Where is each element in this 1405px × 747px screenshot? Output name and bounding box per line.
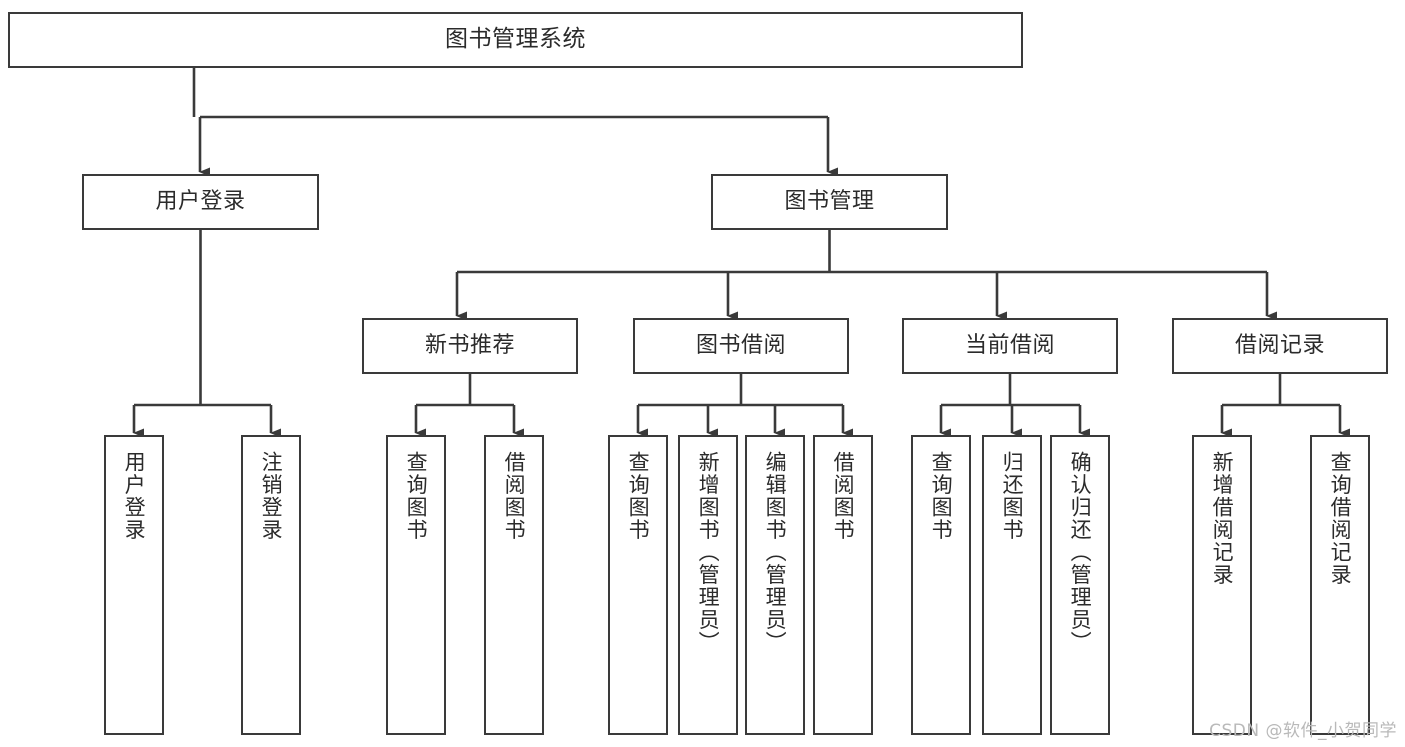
node-user-login-label: 用户登录 — [155, 189, 246, 215]
node-new-book-recommend-label: 新书推荐 — [424, 333, 515, 359]
watermark-text: CSDN @软件_小贺同学 — [1209, 721, 1397, 741]
node-book-manage[interactable]: 图书管理 — [711, 174, 948, 230]
node-leaf-logout[interactable]: 注销登录 — [241, 435, 301, 735]
node-leaf-borrow-book-2-label: 借阅图书 — [831, 451, 856, 541]
node-root[interactable]: 图书管理系统 — [8, 12, 1023, 68]
node-leaf-add-record[interactable]: 新增借阅记录 — [1192, 435, 1252, 735]
node-leaf-query-record[interactable]: 查询借阅记录 — [1310, 435, 1370, 735]
node-leaf-add-book-label: 新增图书（管理员） — [696, 451, 721, 654]
node-user-login[interactable]: 用户登录 — [82, 174, 319, 230]
node-leaf-add-record-label: 新增借阅记录 — [1210, 451, 1235, 586]
node-leaf-confirm-return[interactable]: 确认归还（管理员） — [1050, 435, 1110, 735]
node-current-borrow-label: 当前借阅 — [964, 333, 1055, 359]
node-book-manage-label: 图书管理 — [784, 189, 875, 215]
node-leaf-query-book-1-label: 查询图书 — [404, 451, 429, 541]
node-leaf-query-book-2[interactable]: 查询图书 — [608, 435, 668, 735]
node-leaf-user-login-label: 用户登录 — [122, 451, 147, 541]
node-leaf-add-book[interactable]: 新增图书（管理员） — [678, 435, 738, 735]
node-borrow-record-label: 借阅记录 — [1234, 333, 1325, 359]
node-leaf-query-book-3-label: 查询图书 — [929, 451, 954, 541]
node-leaf-query-record-label: 查询借阅记录 — [1328, 451, 1353, 586]
node-book-borrow[interactable]: 图书借阅 — [633, 318, 849, 374]
node-book-borrow-label: 图书借阅 — [695, 333, 786, 359]
node-leaf-confirm-return-label: 确认归还（管理员） — [1068, 451, 1093, 654]
node-current-borrow[interactable]: 当前借阅 — [902, 318, 1118, 374]
node-leaf-borrow-book-2[interactable]: 借阅图书 — [813, 435, 873, 735]
node-leaf-logout-label: 注销登录 — [259, 451, 284, 541]
connector-lines — [132, 68, 1350, 438]
node-borrow-record[interactable]: 借阅记录 — [1172, 318, 1388, 374]
node-leaf-query-book-1[interactable]: 查询图书 — [386, 435, 446, 735]
node-leaf-query-book-2-label: 查询图书 — [626, 451, 651, 541]
node-leaf-edit-book-label: 编辑图书（管理员） — [763, 451, 788, 654]
node-new-book-recommend[interactable]: 新书推荐 — [362, 318, 578, 374]
node-leaf-edit-book[interactable]: 编辑图书（管理员） — [745, 435, 805, 735]
node-leaf-user-login[interactable]: 用户登录 — [104, 435, 164, 735]
node-root-label: 图书管理系统 — [445, 26, 586, 53]
node-leaf-query-book-3[interactable]: 查询图书 — [911, 435, 971, 735]
node-leaf-borrow-book-1-label: 借阅图书 — [502, 451, 527, 541]
node-leaf-return-book[interactable]: 归还图书 — [982, 435, 1042, 735]
node-leaf-return-book-label: 归还图书 — [1000, 451, 1025, 541]
node-leaf-borrow-book-1[interactable]: 借阅图书 — [484, 435, 544, 735]
